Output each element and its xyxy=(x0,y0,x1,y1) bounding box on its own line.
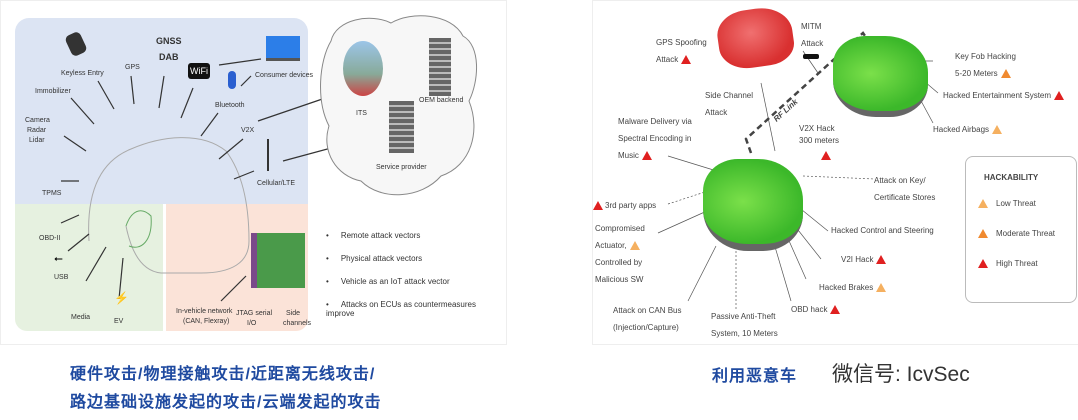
remote-zone xyxy=(15,18,308,204)
high-threat-icon xyxy=(821,151,831,160)
legend-title: HACKABILITY xyxy=(984,173,1039,182)
legend-high: High Threat xyxy=(978,255,1038,272)
label-gnss: GNSS xyxy=(156,36,182,46)
label-radar: Radar xyxy=(27,127,47,134)
caption-left-line2: 路边基础设施发起的攻击/云端发起的攻击 xyxy=(70,394,382,411)
label-v2x: V2X xyxy=(241,127,255,134)
bullet-item: Physical attack vectors xyxy=(326,254,486,263)
low-threat-icon xyxy=(992,125,1003,135)
label-dab: DAB xyxy=(159,52,179,62)
its-image xyxy=(343,41,383,96)
sunglasses-icon xyxy=(803,54,819,59)
label-service: Service provider xyxy=(376,164,427,171)
label-bluetooth: Bluetooth xyxy=(215,102,245,109)
label-consumer: Consumer devices xyxy=(255,72,313,79)
usb-icon: ⭠ xyxy=(54,253,63,265)
service-building-icon xyxy=(389,101,414,153)
bullet-list: Remote attack vectors Physical attack ve… xyxy=(326,231,486,332)
hardware-board-icon xyxy=(251,233,305,288)
green-car-target xyxy=(703,159,803,251)
wifi-icon: WiFi xyxy=(188,63,210,79)
ev-plug-icon: ⚡ xyxy=(114,291,129,305)
oem-building-icon xyxy=(429,38,451,96)
bullet-item: Remote attack vectors xyxy=(326,231,486,240)
left-diagram: WiFi ⭠ ⚡ Keyless Entry GPS GNSS DAB Blue… xyxy=(0,0,507,345)
label-jtag-2: I/O xyxy=(247,320,257,327)
high-threat-icon xyxy=(641,151,652,161)
label-can-bus: Attack on CAN Bus(Injection/Capture) xyxy=(613,306,682,332)
bluetooth-icon xyxy=(228,71,236,89)
label-side-2: channels xyxy=(283,320,312,327)
high-threat-icon xyxy=(1054,91,1065,101)
bullet-item: Vehicle as an IoT attack vector xyxy=(326,277,486,286)
high-threat-icon xyxy=(681,55,692,65)
label-oem: OEM backend xyxy=(419,97,464,104)
rf-link-line xyxy=(744,31,872,154)
label-lidar: Lidar xyxy=(29,137,45,144)
high-threat-icon xyxy=(876,255,887,265)
bullet-item: Attacks on ECUs as countermeasures impro… xyxy=(326,300,486,318)
legend-low: Low Threat xyxy=(978,195,1036,212)
label-entertainment: Hacked Entertainment System xyxy=(943,87,1065,104)
high-threat-icon xyxy=(830,305,841,315)
label-camera: Camera xyxy=(25,117,50,124)
label-usb: USB xyxy=(54,274,69,281)
label-gps: GPS xyxy=(125,64,140,71)
legend-moderate: Moderate Threat xyxy=(978,225,1055,242)
legend-box: HACKABILITY Low Threat Moderate Threat H… xyxy=(965,156,1077,303)
moderate-threat-icon xyxy=(1000,69,1011,79)
label-airbags: Hacked Airbags xyxy=(933,121,1003,138)
label-steering: Hacked Control and Steering xyxy=(831,226,934,235)
label-media: Media xyxy=(71,314,91,321)
label-tpms: TPMS xyxy=(42,190,62,197)
label-ivn: In-vehicle network xyxy=(176,308,233,315)
label-cellular: Cellular/LTE xyxy=(257,180,295,187)
label-3rd-party-apps: 3rd party apps xyxy=(593,197,656,214)
low-threat-icon xyxy=(629,241,640,251)
high-threat-icon xyxy=(593,201,603,211)
label-obd-hack: OBD hack xyxy=(791,301,841,318)
label-brakes: Hacked Brakes xyxy=(819,279,887,296)
label-ev: EV xyxy=(114,318,124,325)
green-car-remote xyxy=(833,36,928,117)
caption-left-line1: 硬件攻击/物理接触攻击/近距离无线攻击/ xyxy=(70,366,376,383)
low-threat-icon xyxy=(876,283,887,293)
label-obd: OBD-II xyxy=(39,235,61,242)
label-its: ITS xyxy=(356,110,367,117)
laptop-icon xyxy=(266,36,300,61)
watermark: 微信号: IcvSec xyxy=(832,363,970,386)
label-side: Side xyxy=(286,310,301,317)
label-jtag: JTAG serial xyxy=(236,310,273,317)
label-ivn-2: (CAN, Flexray) xyxy=(183,318,230,325)
label-key-store: Attack on Key/Certificate Stores xyxy=(874,176,936,202)
caption-right: 利用恶意车 xyxy=(712,368,798,385)
label-v2i-hack: V2I Hack xyxy=(841,251,887,268)
label-keyless: Keyless Entry xyxy=(61,70,104,77)
antenna-icon xyxy=(267,139,269,171)
label-immobilizer: Immobilizer xyxy=(35,88,71,95)
